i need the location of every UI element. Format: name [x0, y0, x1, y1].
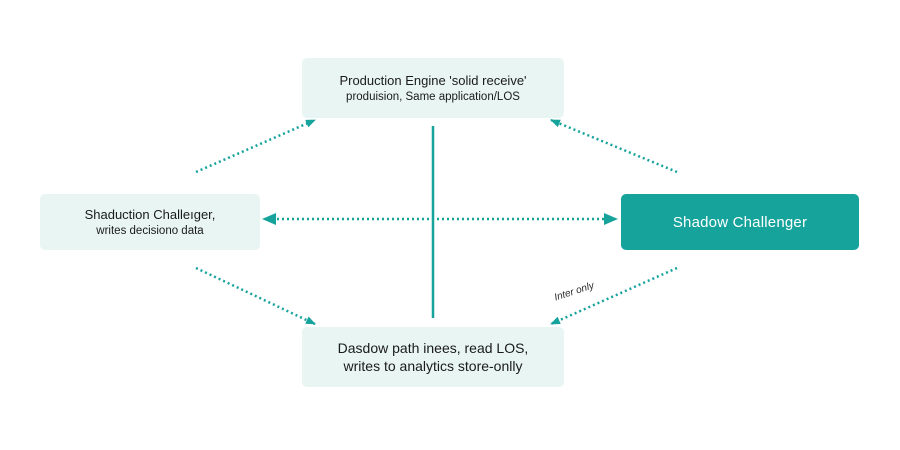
dotted-arrow-left-to-bottom	[195, 266, 316, 326]
dotted-arrow-right-to-top	[550, 118, 678, 174]
dotted-arrow-left-to-top	[195, 118, 316, 174]
node-title: Dasdow path inees, read LOS,	[337, 340, 529, 356]
node-title: Shadow Challenger	[672, 213, 808, 231]
arrowhead-left	[262, 213, 276, 225]
shadow-challenger-node[interactable]: Shadow Challenger	[621, 194, 859, 250]
node-subtitle: writes decisiono data	[96, 224, 204, 237]
production-engine-node[interactable]: Production Engine 'solid receive' produi…	[302, 58, 564, 118]
shadow-path-node[interactable]: Dasdow path inees, read LOS, writes to a…	[302, 327, 564, 387]
node-subtitle: writes to analytics store-onlly	[343, 358, 523, 374]
shaduction-challenger-node[interactable]: Shaduction Challeıger, writes decisiono …	[40, 194, 260, 250]
arrowhead-right	[604, 213, 618, 225]
node-title: Production Engine 'solid receive'	[339, 72, 527, 88]
node-subtitle: produision, Same application/LOS	[346, 90, 520, 103]
node-title: Shaduction Challeıger,	[84, 206, 216, 222]
